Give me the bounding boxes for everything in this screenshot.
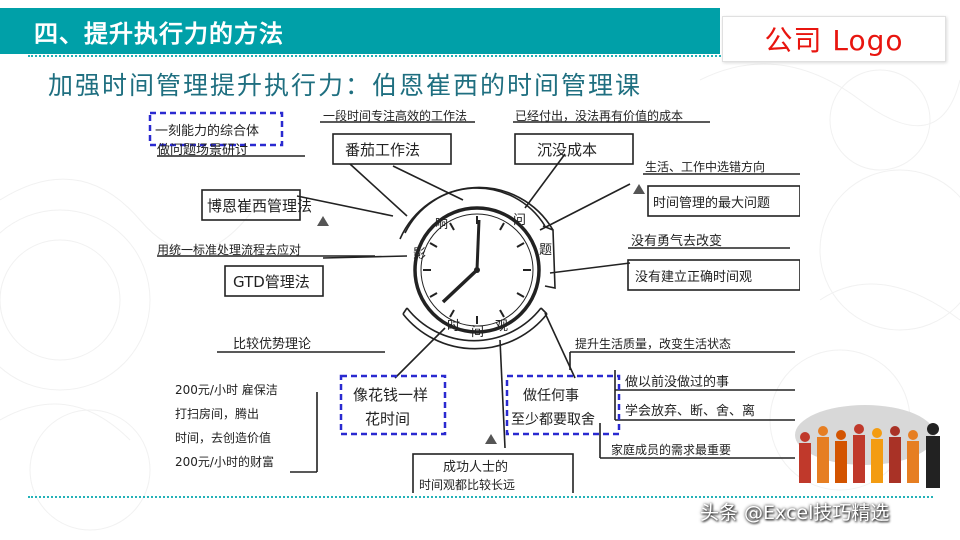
right-note-1: 生活、工作中选错方向 [645, 159, 765, 174]
left-note-2: 用统一标准处理流程去应对 [157, 242, 301, 257]
top-center-method: 番茄工作法 [345, 141, 420, 159]
right-bottom-item-3: 家庭成员的需求最重要 [611, 442, 731, 457]
highlight-box-bottom-left [339, 374, 447, 436]
highlight-box-top-left [148, 111, 284, 147]
watermark: 头条 @Excel技巧精选 [700, 502, 890, 524]
right-bottom-box-line-2: 至少都要取舍 [511, 412, 595, 428]
bottom-note-line-2: 时间观都比较长远 [419, 477, 515, 492]
bottom-note-line-1: 成功人士的 [443, 459, 508, 475]
svg-text:间: 间 [471, 325, 484, 340]
left-bottom-item-3: 时间，去创造价值 [175, 430, 271, 445]
left-bottom-box-line-1: 像花钱一样 [353, 386, 428, 404]
slide-title: 四、提升执行力的方法 [34, 19, 284, 48]
title-divider [28, 55, 728, 57]
highlight-box-bottom-right [505, 374, 621, 436]
right-method-1: 时间管理的最大问题 [653, 195, 770, 211]
right-method-2: 没有建立正确时间观 [635, 270, 752, 285]
svg-text:问: 问 [513, 213, 526, 228]
top-right-note: 已经付出，没法再有价值的成本 [515, 108, 683, 123]
svg-text:观: 观 [495, 319, 508, 334]
top-left-sub: 做问题场景研讨 [157, 143, 248, 158]
left-bottom-item-4: 200元/小时的财富 [175, 454, 274, 469]
svg-text:题: 题 [539, 243, 552, 258]
top-right-method: 沉没成本 [537, 141, 597, 159]
logo-text: 公司 Logo [764, 24, 904, 57]
svg-text:影: 影 [413, 247, 426, 262]
left-bottom-item-2: 打扫房间，腾出 [175, 406, 259, 421]
time-management-mindmap: 影 响 问 题 时 间 观 一刻能力的综合体 做问题场景研讨 博恩崔西管理法 用… [148, 108, 800, 493]
svg-text:时: 时 [447, 319, 460, 334]
clock-icon [413, 206, 541, 334]
left-method-2: GTD管理法 [233, 273, 310, 291]
company-logo: 公司 Logo [722, 16, 946, 62]
right-bottom-box-line-1: 做任何事 [523, 388, 579, 404]
footer-divider [28, 496, 933, 498]
right-bottom-note: 提升生活质量，改变生活状态 [575, 336, 731, 351]
right-bottom-item-1: 做以前没做过的事 [625, 374, 729, 390]
left-bottom-box-line-2: 花时间 [365, 410, 410, 428]
top-left-note: 一刻能力的综合体 [155, 123, 259, 139]
business-people-illustration [795, 405, 940, 488]
left-bottom-note: 比较优势理论 [233, 336, 311, 352]
svg-text:响: 响 [435, 216, 448, 232]
top-center-note: 一段时间专注高效的工作法 [323, 108, 467, 123]
left-bottom-item-1: 200元/小时 雇保洁 [175, 382, 278, 397]
title-bar: 四、提升执行力的方法 [0, 8, 720, 54]
slide-subtitle: 加强时间管理提升执行力：伯恩崔西的时间管理课 [48, 71, 643, 100]
left-method-1: 博恩崔西管理法 [207, 197, 312, 215]
right-note-2: 没有勇气去改变 [631, 233, 722, 249]
right-bottom-item-2: 学会放弃、断、舍、离 [625, 403, 755, 419]
